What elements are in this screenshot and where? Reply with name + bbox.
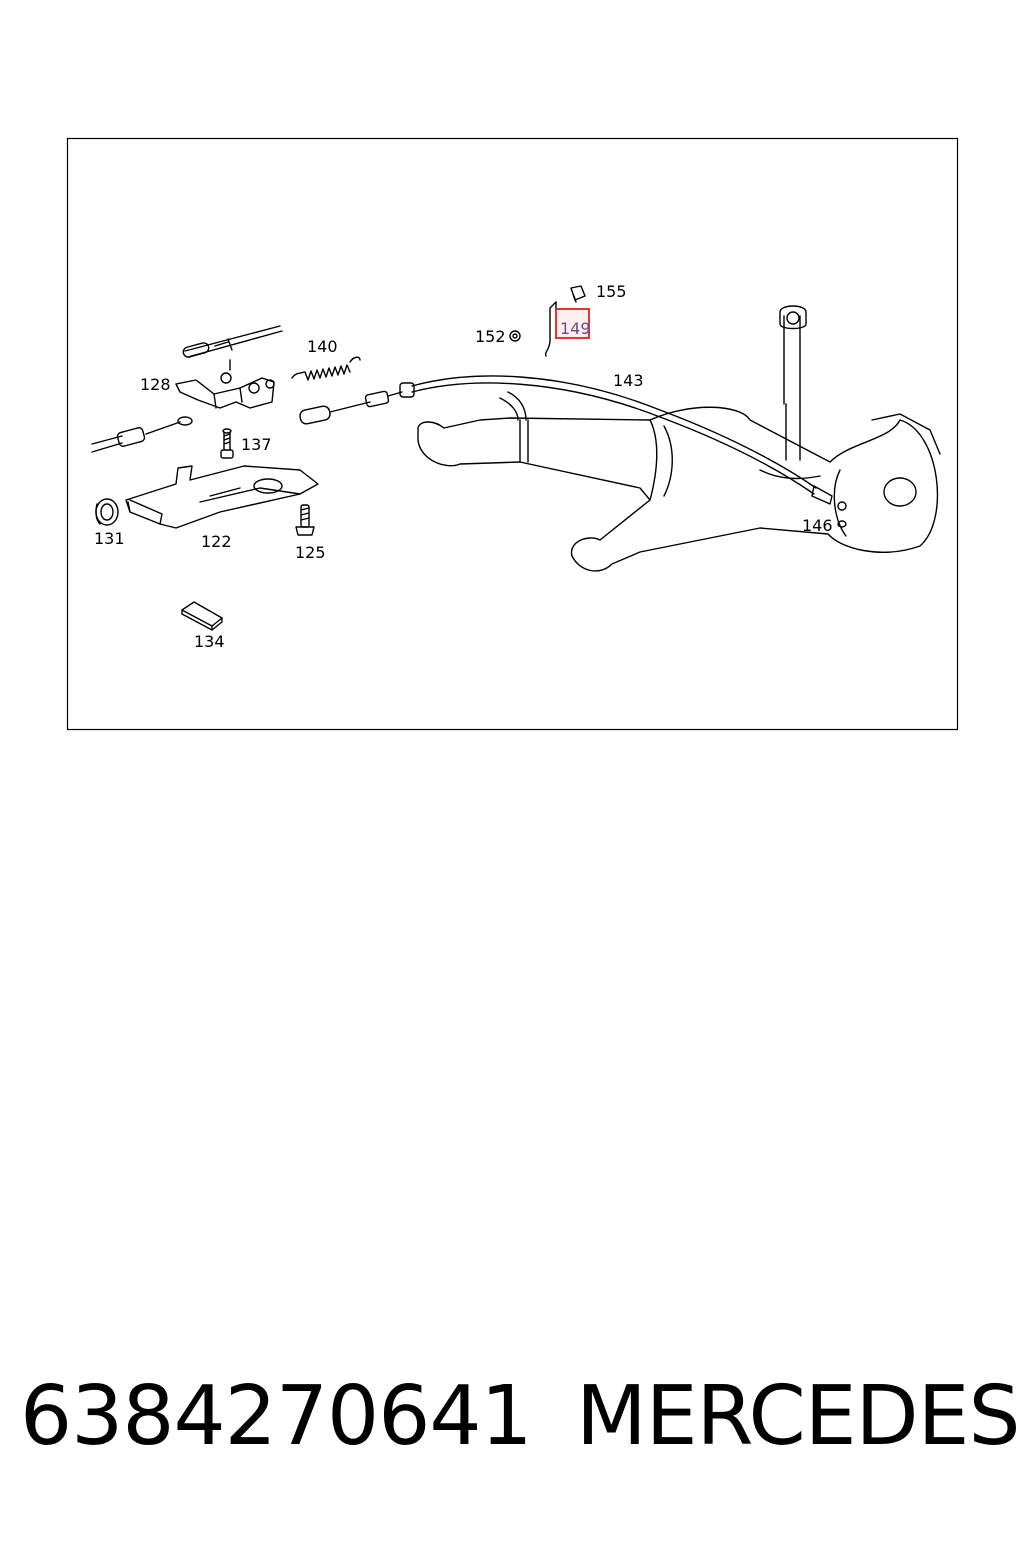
label-134[interactable]: 134 bbox=[194, 632, 225, 651]
label-143[interactable]: 143 bbox=[613, 371, 644, 390]
grommet-part bbox=[95, 498, 119, 526]
label-155[interactable]: 155 bbox=[596, 282, 627, 301]
label-149[interactable]: 149 bbox=[560, 319, 591, 338]
screw-part bbox=[295, 504, 315, 536]
lever-bracket-part bbox=[175, 359, 275, 409]
pad-part bbox=[181, 601, 223, 631]
bolt-part bbox=[220, 428, 234, 459]
brand-name: MERCEDES bbox=[576, 1369, 1021, 1464]
shock-absorber bbox=[779, 305, 807, 461]
mounting-plate-part bbox=[125, 465, 319, 529]
rear-axle-assembly bbox=[417, 391, 941, 572]
spring-part bbox=[291, 356, 361, 381]
bolt-155-part bbox=[570, 285, 586, 303]
label-152[interactable]: 152 bbox=[475, 327, 506, 346]
clip-146-part bbox=[837, 520, 847, 528]
footer: 6384270641 MERCEDES bbox=[20, 1369, 1021, 1464]
left-cable bbox=[91, 416, 193, 453]
label-137[interactable]: 137 bbox=[241, 435, 272, 454]
label-146[interactable]: 146 bbox=[802, 516, 833, 535]
label-140[interactable]: 140 bbox=[307, 337, 338, 356]
hook-part bbox=[544, 301, 557, 357]
diagram-frame bbox=[66, 137, 959, 731]
front-cable bbox=[182, 325, 283, 358]
main-cable bbox=[299, 375, 847, 511]
label-125[interactable]: 125 bbox=[295, 543, 326, 562]
label-131[interactable]: 131 bbox=[94, 529, 125, 548]
nut-part bbox=[509, 330, 521, 342]
label-128[interactable]: 128 bbox=[140, 375, 171, 394]
label-122[interactable]: 122 bbox=[201, 532, 232, 551]
part-number: 6384270641 bbox=[20, 1369, 533, 1464]
highlight-box bbox=[555, 308, 590, 339]
